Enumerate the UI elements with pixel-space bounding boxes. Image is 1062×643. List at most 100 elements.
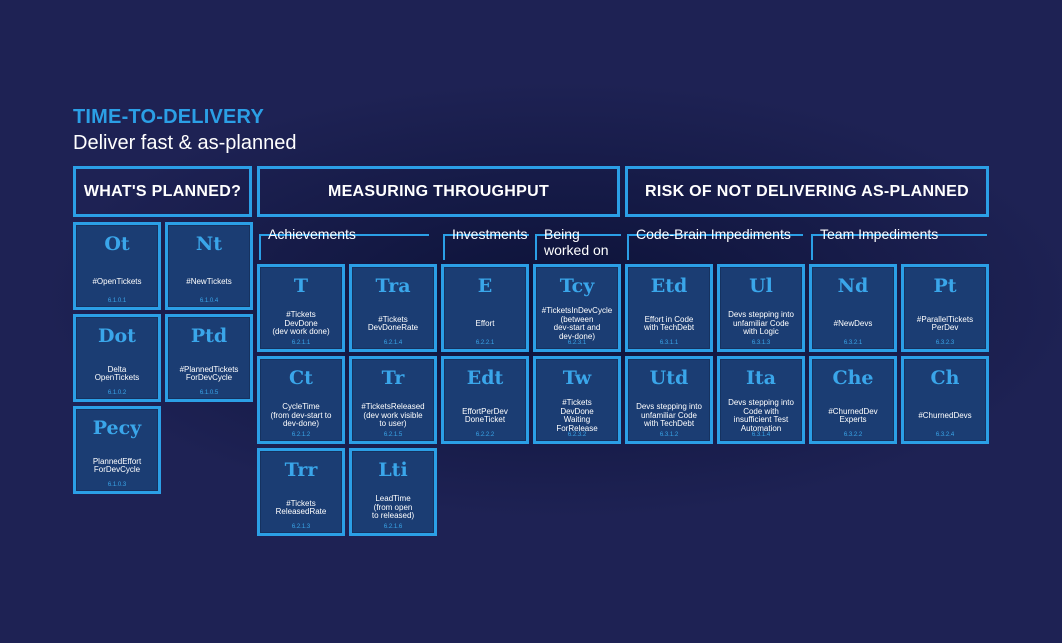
tile-code: 6.1.0.2 (107, 390, 127, 396)
tile-name: #TicketsReleased (dev work visible to us… (361, 402, 425, 429)
tile-symbol: Ot (104, 233, 130, 255)
header-measuring-throughput: MEASURING THROUGHPUT (257, 166, 620, 217)
tile-symbol: Utd (649, 367, 689, 389)
tile-symbol: Dot (98, 325, 136, 347)
tile-code: 6.3.1.3 (751, 340, 771, 346)
tile-symbol: Ptd (190, 325, 228, 347)
tile-name: #ChurnedDevs (918, 410, 972, 420)
tile-symbol: Nt (195, 233, 223, 255)
tile-symbol: Che (832, 367, 874, 389)
tile-code: 6.3.2.2 (843, 432, 863, 438)
tile-pecy[interactable]: Pecy PlannedEffort ForDevCycle 6.1.0.3 (73, 406, 161, 494)
tile-name: #Tickets ReleasedRate (275, 498, 327, 516)
tile-code: 6.2.3.1 (567, 340, 587, 346)
tile-symbol: Tr (381, 367, 405, 389)
tile-ptd[interactable]: Ptd #PlannedTickets ForDevCycle 6.1.0.5 (165, 314, 253, 402)
tile-name: #ParallelTickets PerDev (916, 314, 974, 332)
tile-che[interactable]: Che #ChurnedDev Experts 6.3.2.2 (809, 356, 897, 444)
tile-code: 6.3.1.1 (659, 340, 679, 346)
tile-name: #Tickets DevDone Waiting ForRelease (556, 398, 598, 433)
tile-ch[interactable]: Ch #ChurnedDevs 6.3.2.4 (901, 356, 989, 444)
tile-name: Effort in Code with TechDebt (643, 314, 695, 332)
header-whats-planned: WHAT'S PLANNED? (73, 166, 252, 217)
tile-tcy[interactable]: Tcy #TicketsInDevCycle (between dev-star… (533, 264, 621, 352)
tile-nt[interactable]: Nt #NewTickets 6.1.0.4 (165, 222, 253, 310)
tile-name: Delta OpenTickets (94, 364, 140, 382)
tile-dot[interactable]: Dot Delta OpenTickets 6.1.0.2 (73, 314, 161, 402)
tile-trr[interactable]: Trr #Tickets ReleasedRate 6.2.1.3 (257, 448, 345, 536)
tile-code: 6.2.3.2 (567, 432, 587, 438)
tile-symbol: Tra (375, 275, 411, 297)
tile-tr[interactable]: Tr #TicketsReleased (dev work visible to… (349, 356, 437, 444)
tile-name: #Tickets DevDone (dev work done) (272, 310, 330, 337)
tile-code: 6.1.0.5 (199, 390, 219, 396)
tile-name: Devs stepping into Code with insufficien… (728, 398, 794, 433)
tile-name: #ChurnedDev Experts (828, 406, 878, 424)
page-subtitle: Deliver fast & as-planned (73, 132, 297, 154)
tile-code: 6.3.2.3 (935, 340, 955, 346)
tile-symbol: Ul (749, 275, 773, 297)
subheader-team-impediments: Team Impediments (811, 226, 987, 260)
tile-name: #Tickets DevDoneRate (367, 314, 419, 332)
tile-name: CycleTime (from dev-start to dev-done) (270, 402, 332, 429)
tile-code: 6.2.1.5 (383, 432, 403, 438)
page-title: TIME-TO-DELIVERY (73, 106, 264, 128)
tile-symbol: Etd (650, 275, 688, 297)
subheader-achievements: Achievements (259, 226, 429, 260)
tile-code: 6.3.2.1 (843, 340, 863, 346)
tile-code: 6.1.0.3 (107, 482, 127, 488)
tile-code: 6.1.0.1 (107, 298, 127, 304)
tile-symbol: Edt (466, 367, 504, 389)
tile-t[interactable]: T #Tickets DevDone (dev work done) 6.2.1… (257, 264, 345, 352)
header-risk-not-delivering: RISK OF NOT DELIVERING AS-PLANNED (625, 166, 989, 217)
subheader-being-worked-on: Being worked on (535, 226, 621, 260)
tile-code: 6.2.2.2 (475, 432, 495, 438)
tile-symbol: Pecy (92, 417, 142, 439)
tile-code: 6.2.1.1 (291, 340, 311, 346)
tile-lti[interactable]: Lti LeadTime (from open to released) 6.2… (349, 448, 437, 536)
tile-ct[interactable]: Ct CycleTime (from dev-start to dev-done… (257, 356, 345, 444)
tile-utd[interactable]: Utd Devs stepping into unfamiliar Code w… (625, 356, 713, 444)
tile-symbol: Ch (930, 367, 960, 389)
tile-edt[interactable]: Edt EffortPerDev DoneTicket 6.2.2.2 (441, 356, 529, 444)
tile-code: 6.2.2.1 (475, 340, 495, 346)
tile-name: #NewTickets (186, 276, 232, 286)
subheader-code-brain-impediments: Code-Brain Impediments (627, 226, 803, 260)
tile-name: Devs stepping into unfamiliar Code with … (636, 402, 702, 429)
tile-nd[interactable]: Nd #NewDevs 6.3.2.1 (809, 264, 897, 352)
tile-symbol: Nd (837, 275, 869, 297)
tile-ita[interactable]: Ita Devs stepping into Code with insuffi… (717, 356, 805, 444)
tile-e[interactable]: E Effort 6.2.2.1 (441, 264, 529, 352)
tile-tw[interactable]: Tw #Tickets DevDone Waiting ForRelease 6… (533, 356, 621, 444)
tile-pt[interactable]: Pt #ParallelTickets PerDev 6.3.2.3 (901, 264, 989, 352)
tile-code: 6.2.1.4 (383, 340, 403, 346)
tile-symbol: Tw (562, 367, 592, 389)
tile-symbol: Ct (289, 367, 313, 389)
tile-symbol: Tcy (559, 275, 595, 297)
tile-symbol: Lti (378, 459, 408, 481)
tile-code: 6.3.1.2 (659, 432, 679, 438)
tile-name: LeadTime (from open to released) (371, 494, 415, 521)
tile-symbol: T (293, 275, 309, 297)
tile-code: 6.2.1.3 (291, 524, 311, 530)
tile-name: EffortPerDev DoneTicket (462, 406, 508, 424)
tile-code: 6.3.1.4 (751, 432, 771, 438)
tile-code: 6.2.1.6 (383, 524, 403, 530)
tile-symbol: Ita (746, 367, 776, 389)
tile-symbol: Trr (284, 459, 318, 481)
tile-etd[interactable]: Etd Effort in Code with TechDebt 6.3.1.1 (625, 264, 713, 352)
tile-name: #PlannedTickets ForDevCycle (179, 364, 239, 382)
tile-ot[interactable]: Ot #OpenTickets 6.1.0.1 (73, 222, 161, 310)
tile-name: #NewDevs (833, 318, 873, 328)
subheader-investments: Investments (443, 226, 529, 260)
tile-code: 6.2.1.2 (291, 432, 311, 438)
tile-ul[interactable]: Ul Devs stepping into unfamiliar Code wi… (717, 264, 805, 352)
tile-code: 6.1.0.4 (199, 298, 219, 304)
tile-name: Effort (475, 318, 495, 328)
tile-name: #TicketsInDevCycle (between dev-start an… (541, 306, 613, 341)
tile-name: PlannedEffort ForDevCycle (92, 456, 142, 474)
tile-code: 6.3.2.4 (935, 432, 955, 438)
tile-tra[interactable]: Tra #Tickets DevDoneRate 6.2.1.4 (349, 264, 437, 352)
tile-symbol: Pt (933, 275, 957, 297)
tile-symbol: E (477, 275, 493, 297)
